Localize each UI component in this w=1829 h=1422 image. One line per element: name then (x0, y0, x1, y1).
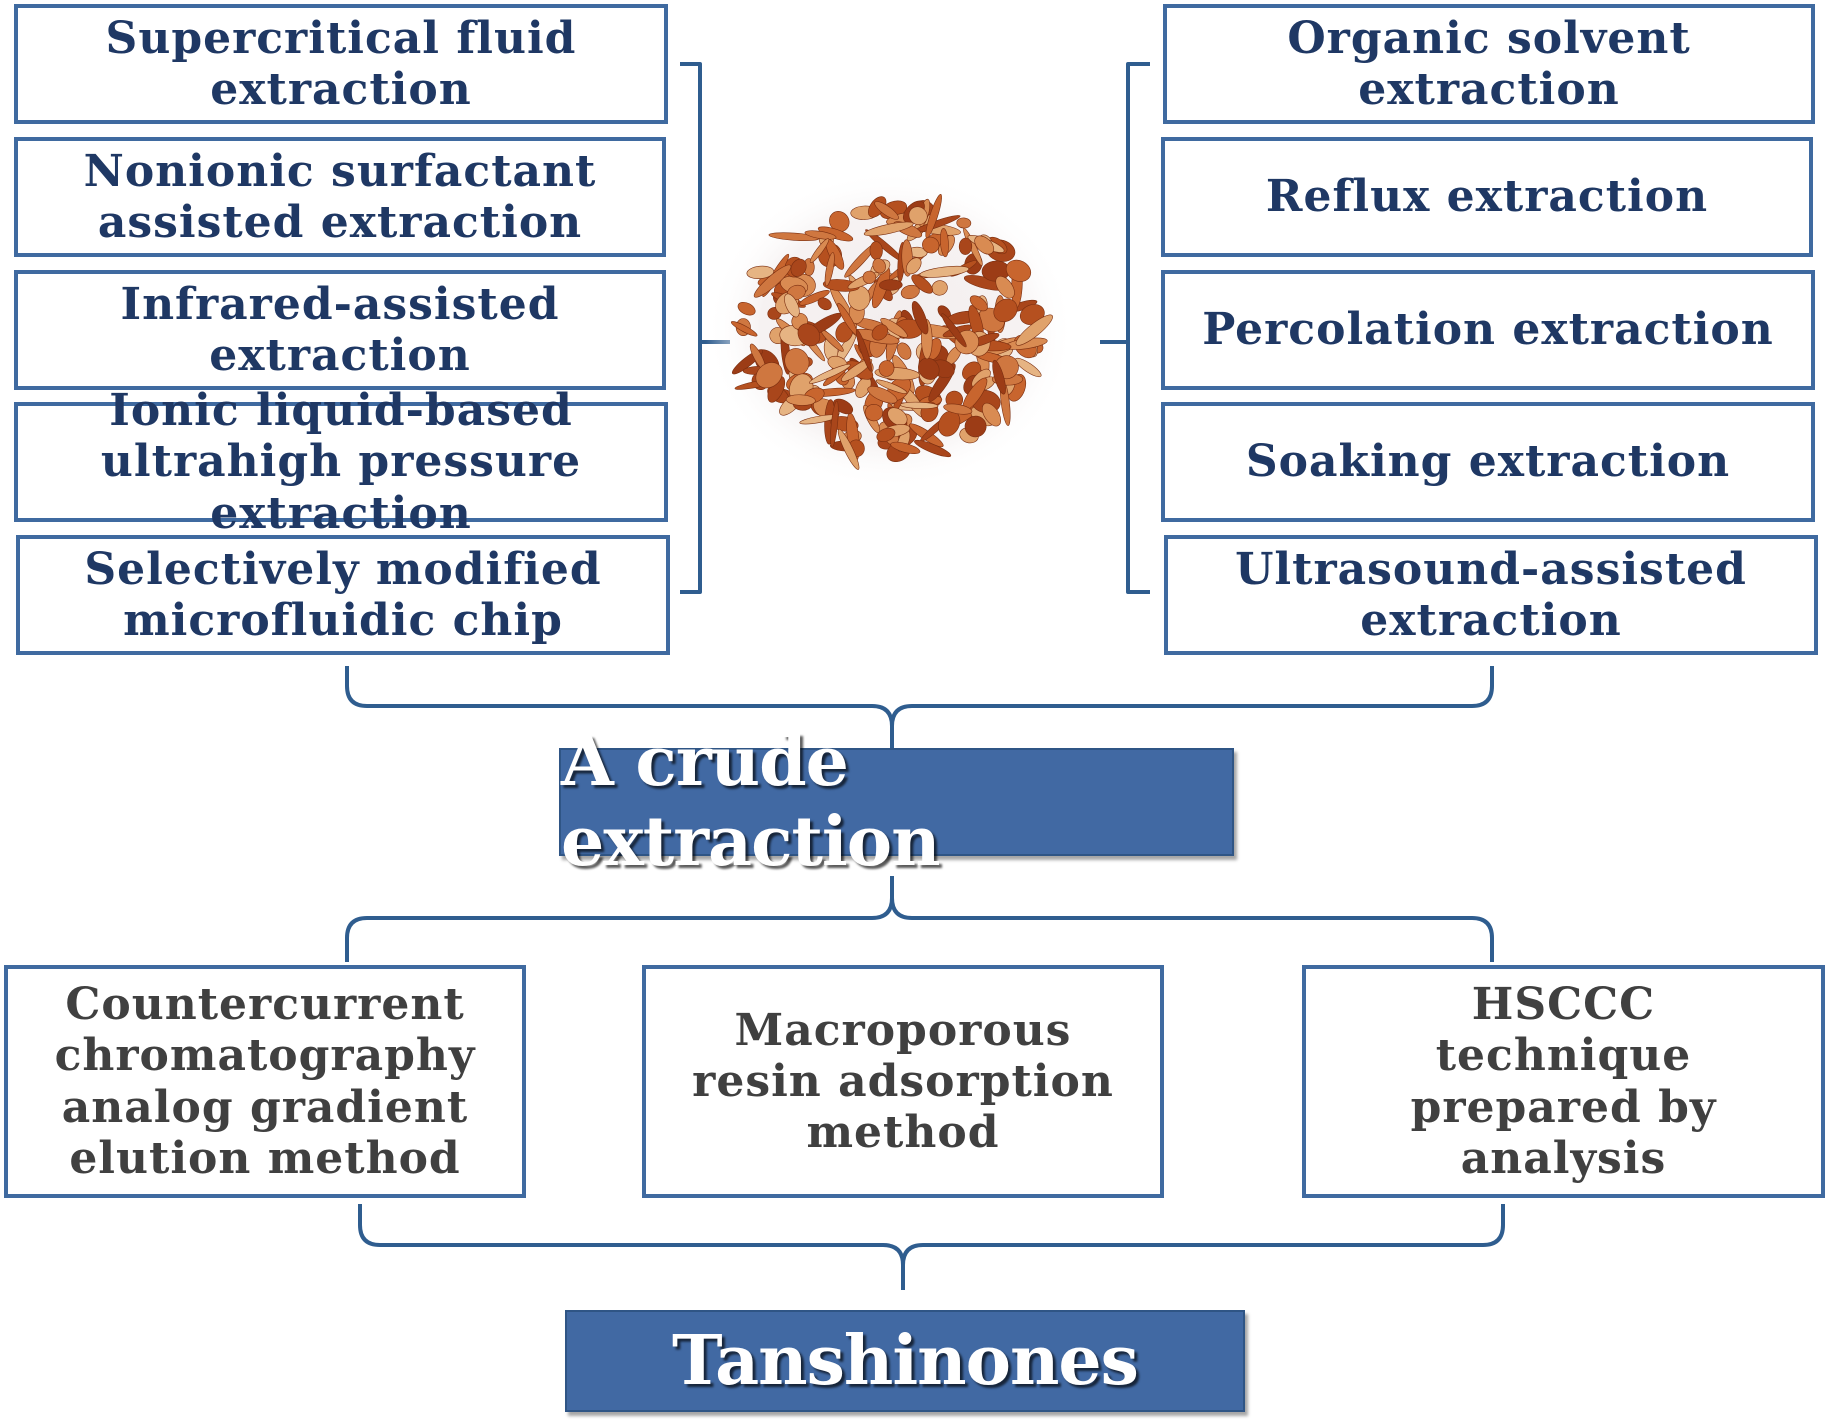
root-slice (900, 401, 939, 409)
root-slice (874, 201, 899, 220)
root-slice (1015, 314, 1053, 346)
root-slice (790, 258, 807, 277)
root-slice (809, 238, 830, 264)
method-organic-solvent: Organic solvent extraction (1163, 4, 1815, 124)
left-group-bracket (680, 62, 702, 594)
root-slice (737, 301, 756, 316)
root-slice (879, 279, 903, 291)
root-slice (974, 235, 995, 255)
root-slice (897, 342, 912, 360)
root-slice (862, 270, 877, 284)
root-slice (918, 357, 940, 380)
method-infrared-assisted: Infrared-assisted extraction (14, 270, 666, 390)
root-slice (804, 230, 837, 240)
root-slice (830, 400, 839, 448)
root-slice (864, 403, 883, 422)
root-slice (914, 439, 952, 458)
method-reflux: Reflux extraction (1161, 137, 1813, 257)
root-slice (837, 428, 860, 470)
root-slice (1005, 259, 1032, 282)
root-slice (905, 257, 922, 275)
root-slice (981, 402, 1002, 427)
root-slice (992, 359, 1006, 395)
root-slice (799, 290, 830, 306)
product-merge-bracket (358, 1204, 1505, 1290)
root-slice (969, 295, 988, 312)
root-slice (746, 265, 775, 279)
root-slice (808, 364, 851, 384)
root-slice (880, 318, 908, 338)
method-countercurrent-chromatography: Countercurrent chromatography analog gra… (4, 965, 526, 1198)
root-slice (941, 313, 967, 348)
root-slice (872, 258, 886, 274)
root-slice (878, 360, 895, 377)
root-slice (956, 217, 972, 229)
root-slice (958, 237, 973, 255)
root-slice (730, 321, 758, 337)
root-slice (922, 236, 940, 254)
method-nonionic-surfactant: Nonionic surfactant assisted extraction (14, 137, 666, 257)
root-slice (753, 264, 792, 298)
method-ionic-liquid-uhp: Ionic liquid-based ultrahigh pressure ex… (14, 385, 668, 539)
root-slice (829, 211, 850, 232)
root-slice (925, 193, 942, 239)
right-group-bracket (1126, 62, 1150, 594)
root-slice (784, 293, 800, 318)
method-soaking: Soaking extraction (1161, 402, 1815, 522)
method-hsccc: HSCCC technique prepared by analysis (1302, 965, 1825, 1198)
root-slice (939, 228, 949, 258)
purification-split-bracket (345, 876, 1494, 962)
root-slice (911, 274, 934, 294)
root-slice (876, 427, 896, 442)
method-percolation: Percolation extraction (1161, 270, 1815, 390)
method-macroporous-resin: Macroporous resin adsorption method (642, 965, 1164, 1198)
root-slice (919, 265, 970, 278)
root-slice (908, 206, 928, 225)
root-slice (943, 403, 973, 415)
root-slice (855, 329, 872, 372)
root-slice (995, 275, 1015, 299)
root-slice (890, 441, 921, 454)
root-slice (867, 386, 898, 404)
root-slice (785, 394, 816, 406)
root-slice (875, 379, 908, 394)
root-slice (900, 284, 920, 300)
crude-extraction-banner: A crude extraction (559, 722, 1234, 882)
root-slice (911, 301, 929, 335)
root-slice (887, 407, 908, 426)
root-slice (863, 221, 914, 237)
root-slice (755, 362, 783, 389)
root-slice (797, 323, 821, 347)
root-slice (824, 252, 835, 287)
extraction-merge-bracket (345, 666, 1494, 748)
method-microfluidic-chip: Selectively modified microfluidic chip (16, 535, 670, 655)
method-supercritical-fluid: Supercritical fluid extraction (14, 4, 668, 124)
root-slice (841, 358, 873, 382)
method-ultrasound-assisted: Ultrasound-assisted extraction (1164, 535, 1818, 655)
root-slice (869, 241, 883, 260)
root-slice (964, 415, 987, 438)
dried-root-slices-image (705, 170, 1075, 490)
tanshinones-banner: Tanshinones (565, 1310, 1245, 1412)
root-slice (993, 298, 1018, 323)
root-slice (817, 297, 832, 311)
root-slice (871, 324, 889, 341)
